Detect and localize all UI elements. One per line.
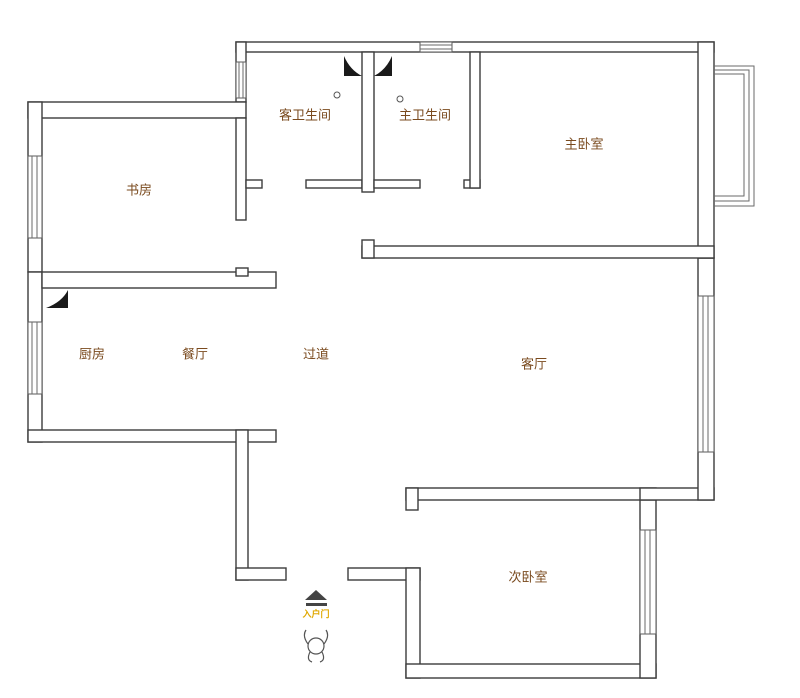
room-label-master-bedroom: 主卧室 — [564, 137, 603, 153]
wall-master-right — [697, 41, 715, 259]
wall-guestbath-bottom-right — [305, 179, 363, 189]
room-label-kitchen: 厨房 — [79, 347, 105, 363]
person-icon — [303, 629, 329, 663]
door-masterbath-icon — [374, 56, 392, 76]
entrance-marker: 入户门 — [301, 590, 330, 663]
room-label-guest-bath: 客卫生间 — [279, 108, 331, 124]
wall-bedroom2-bottom — [405, 663, 657, 679]
wall-study-right — [235, 117, 247, 221]
room-labels: 客卫生间 主卫生间 主卧室 书房 厨房 餐厅 过道 客厅 次卧室 — [79, 108, 604, 586]
entrance-label: 入户门 — [301, 608, 329, 620]
wall-top — [235, 41, 715, 53]
wall-vestibule-left — [235, 429, 249, 581]
entrance-arrow-icon — [305, 590, 327, 600]
window-kitchen — [27, 321, 43, 395]
window-living — [697, 295, 715, 453]
room-label-second-bedroom: 次卧室 — [508, 570, 547, 586]
bay-window-outer — [714, 65, 755, 207]
wall-bath-divider — [361, 51, 375, 193]
room-label-dining: 餐厅 — [182, 347, 208, 363]
window-bedroom2 — [639, 529, 657, 635]
wall-bedroom2-top-stub — [405, 487, 419, 511]
room-label-master-bath: 主卫生间 — [399, 109, 451, 124]
wall-study-bottom-notch — [235, 267, 249, 277]
room-label-corridor: 过道 — [303, 348, 329, 363]
wall-master-bottom — [361, 245, 715, 259]
wall-study-top — [27, 101, 247, 119]
floor-drain-icon — [396, 95, 404, 103]
wall-bedroom2-top — [405, 487, 657, 501]
interior-walls — [41, 51, 715, 289]
wall-bedroom2-left — [405, 567, 421, 679]
window-study — [27, 155, 43, 239]
window-top — [419, 41, 453, 53]
floor-drain-icon — [333, 91, 341, 99]
room-label-study: 书房 — [126, 183, 152, 199]
windows — [27, 41, 755, 635]
room-label-living: 客厅 — [521, 357, 547, 373]
door-kitchen-icon — [46, 290, 68, 308]
wall-entry-left-jamb — [235, 567, 287, 581]
wall-masterbath-bottom — [373, 179, 421, 189]
door-guestbath-icon — [344, 56, 362, 76]
doors — [46, 56, 404, 308]
wall-masterbath-right — [469, 51, 481, 189]
wall-master-bottom-stub — [361, 239, 375, 259]
wall-study-bottom — [41, 271, 277, 289]
wall-guestbath-bottom-left — [245, 179, 263, 189]
window-guestbath — [235, 61, 247, 99]
entrance-bar-icon — [306, 603, 327, 606]
wall-kitchen-bottom — [27, 429, 277, 443]
